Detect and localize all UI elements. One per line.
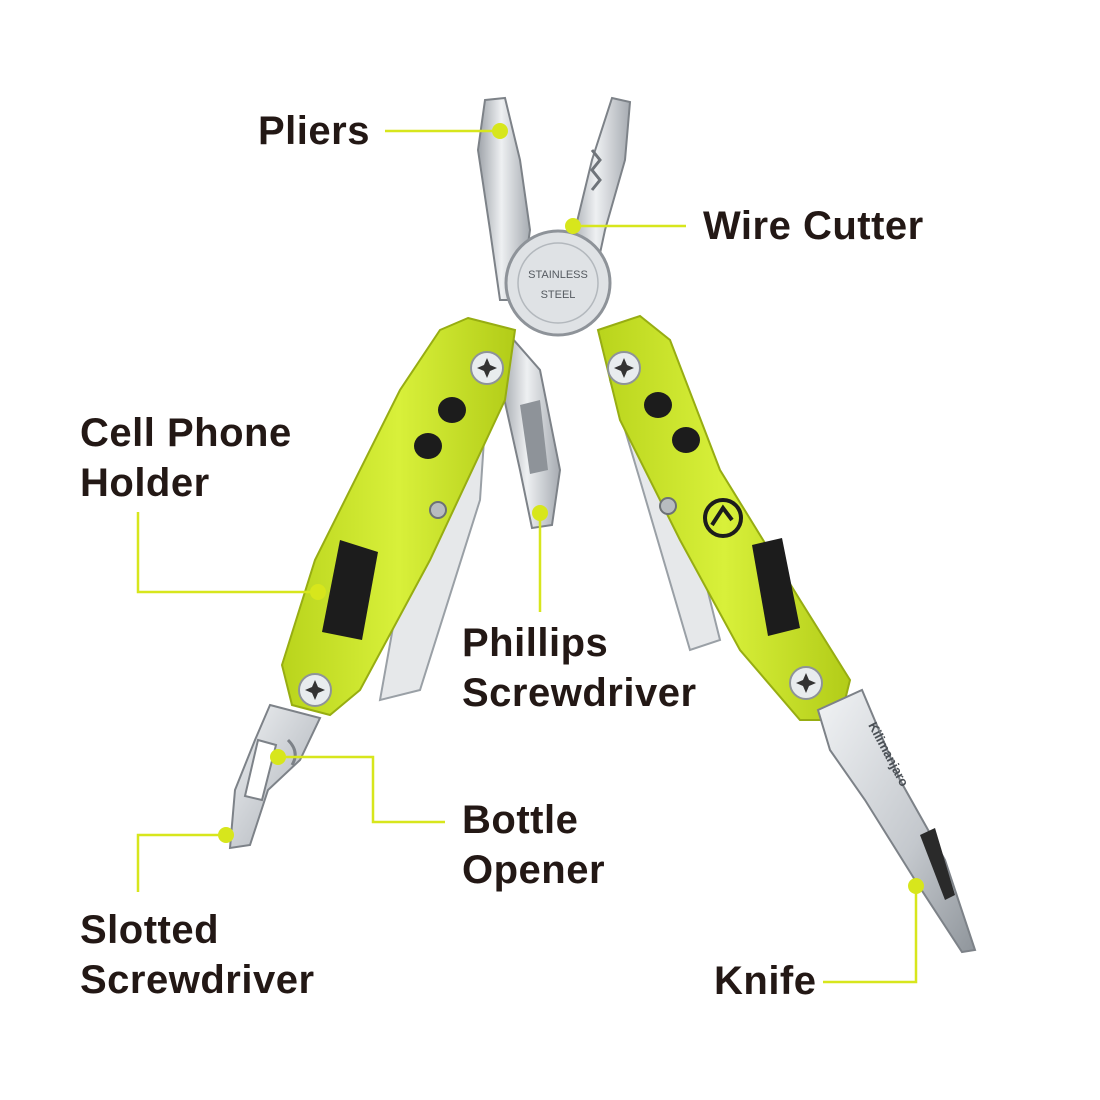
knife-dot: [908, 878, 924, 894]
bottle-opener-leader: [278, 755, 445, 824]
cell-phone-holder-label: Cell Phone Holder: [80, 408, 292, 508]
left-handle: [280, 316, 517, 717]
slotted-screwdriver-dot: [218, 827, 234, 843]
bottle-opener-tool: [228, 703, 322, 850]
knife-blade: Kilimanjaro: [816, 688, 977, 954]
pliers-label: Pliers: [258, 106, 370, 156]
brand-logo-icon: [703, 498, 743, 538]
cell-phone-holder-clip: [322, 540, 378, 640]
bottle-opener-label-line-1: Bottle: [462, 798, 579, 842]
knife-leader: [823, 886, 918, 984]
wire-cutter-label: Wire Cutter: [703, 201, 924, 251]
leader-dots: [218, 123, 924, 894]
bottle-opener-dot: [270, 749, 286, 765]
pliers-dot: [492, 123, 508, 139]
pivot-stamp-top: STAINLESS: [528, 269, 588, 281]
cell-phone-holder-label-line-1: Cell Phone: [80, 411, 292, 455]
phillips-screwdriver-label: Phillips Screwdriver: [462, 618, 697, 718]
cell-phone-holder-label-line-2: Holder: [80, 461, 210, 505]
slotted-screwdriver-label-line-1: Slotted: [80, 908, 220, 952]
knife-label-line-1: Knife: [714, 959, 817, 1003]
pivot-disc: STAINLESS STEEL: [504, 229, 612, 337]
knife-label: Knife: [714, 956, 817, 1006]
cell-phone-holder-dot: [310, 584, 326, 600]
leader-lines: [136, 129, 918, 984]
wire-cutter-label-line-1: Wire Cutter: [703, 204, 924, 248]
slotted-screwdriver-label-line-2: Screwdriver: [80, 958, 315, 1002]
pivot-stamp-bottom: STEEL: [541, 289, 576, 301]
bottle-opener-label-line-2: Opener: [462, 848, 606, 892]
wire-cutter-dot: [565, 218, 581, 234]
slotted-screwdriver-label: Slotted Screwdriver: [80, 905, 315, 1005]
cell-phone-holder-leader: [136, 512, 318, 594]
phillips-screwdriver-dot: [532, 505, 548, 521]
phillips-screwdriver-label-line-1: Phillips: [462, 621, 609, 665]
pliers-label-line-1: Pliers: [258, 109, 370, 153]
slotted-screwdriver-leader: [136, 833, 226, 892]
phillips-screwdriver-label-line-2: Screwdriver: [462, 671, 697, 715]
bottle-opener-label: Bottle Opener: [462, 795, 605, 895]
right-handle: [596, 314, 852, 721]
